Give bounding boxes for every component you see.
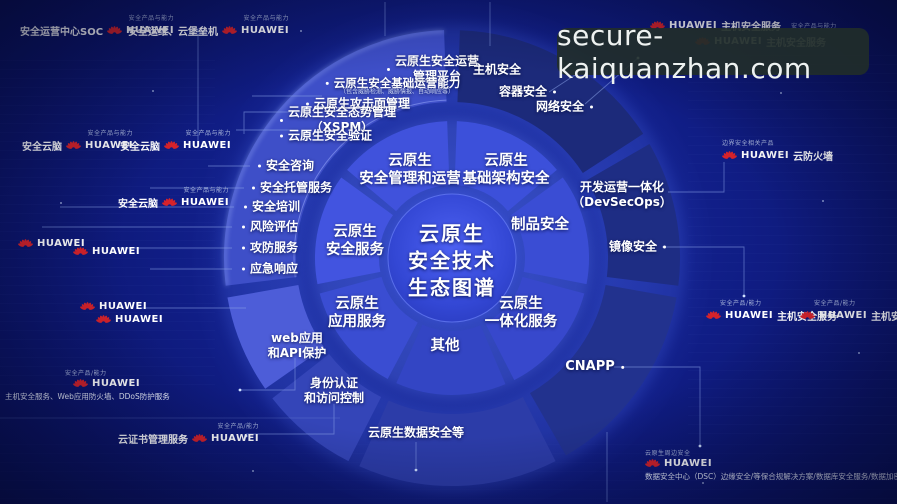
huawei-logo-icon [164, 141, 179, 151]
outer-label-consulting: 安全咨询 [257, 158, 315, 173]
star-dot [780, 92, 782, 94]
inner-segment-artifact-security [510, 177, 589, 285]
huawei-brand: HUAWEI [241, 25, 290, 36]
edge-tiny-label: 边界安全相关产品 [722, 140, 775, 147]
watermark-text: secure-kaiquanzhan.com [557, 18, 812, 85]
inner-label-artifact: 制品安全 [511, 216, 569, 233]
edge-item-dsc: 云原生周边安全 HUAWEI 数据安全中心（DSC）边缘安全/等保合规解决方案/… [645, 448, 897, 482]
edge-tiny-label: 安全产品与能力 [87, 130, 134, 137]
huawei-logo-icon [80, 302, 95, 312]
product-name: 云证书管理服务 [118, 435, 188, 446]
outer-label-risk-assessment: 风险评估 [241, 219, 299, 234]
inner-label-infrastructure: 云原生 基础架构安全 [462, 152, 550, 187]
huawei-logo-icon [73, 247, 88, 257]
huawei-brand: HUAWEI [92, 246, 141, 257]
huawei-logo-icon [800, 311, 815, 321]
huawei-brand: HUAWEI [115, 314, 164, 325]
inner-label-integrated: 云原生 一体化服务 [484, 295, 558, 330]
huawei-brand: HUAWEI [99, 301, 148, 312]
outer-label-devsecops: 开发运营一体化 （DevSecOps） [572, 180, 672, 209]
product-name: 云防火墙 [793, 152, 834, 163]
edge-item-huawei-2: HUAWEI [73, 246, 140, 257]
outer-label-container-security: 容器安全 [498, 84, 557, 99]
star-dot [858, 352, 860, 354]
inner-label-management-ops: 云原生 安全管理和运营 [359, 152, 461, 187]
product-name: 安全云脑 [118, 199, 158, 210]
edge-item-huawei-4: HUAWEI [96, 314, 163, 325]
huawei-logo-icon [706, 311, 721, 321]
huawei-logo-icon [66, 141, 81, 151]
edge-item-secbrain-2: 安全产品与能力 安全云脑 HUAWEI [120, 128, 231, 153]
huawei-logo-icon [18, 239, 33, 249]
huawei-brand: HUAWEI [819, 310, 868, 321]
huawei-brand: HUAWEI [211, 433, 260, 444]
outer-label-image-security: 镜像安全 [608, 239, 667, 254]
huawei-logo-icon [222, 26, 237, 36]
star-dot [252, 470, 254, 472]
watermark-banner: secure-kaiquanzhan.com [557, 19, 869, 85]
huawei-logo-icon [192, 434, 207, 444]
huawei-brand: HUAWEI [181, 197, 230, 208]
outer-label-validation: 云原生安全验证 [279, 128, 373, 143]
edge-tiny-label: 安全产品与能力 [185, 130, 232, 137]
center-title: 云原生 安全技术 生态图谱 [408, 221, 496, 300]
star-dot [300, 30, 302, 32]
outer-label-data-security: 云原生数据安全等 [367, 425, 465, 440]
huawei-brand: HUAWEI [741, 150, 790, 161]
huawei-logo-icon [73, 379, 88, 389]
outer-label-managed-service: 安全托管服务 [251, 180, 333, 195]
edge-item-cert-service: 安全产品/能力 云证书管理服务 HUAWEI [118, 421, 259, 446]
star-dot [60, 202, 62, 204]
outer-label-network-security: 网络安全 [535, 99, 594, 114]
edge-item-secbrain-3: 安全产品与能力 安全云脑 HUAWEI [118, 185, 229, 210]
star-dot [152, 90, 154, 92]
edge-tiny-label: 云原生周边安全 [645, 450, 691, 457]
huawei-brand: HUAWEI [725, 310, 774, 321]
product-name: 安全运营中心SOC [20, 27, 104, 38]
inner-segment-other [396, 324, 506, 395]
huawei-brand: HUAWEI [92, 378, 141, 389]
huawei-logo-icon [107, 26, 122, 36]
outer-label-cnapp: CNAPP [565, 358, 624, 374]
product-name: 主机安全服务 [871, 312, 897, 323]
product-name: 安全运维、云堡垒机 [128, 27, 218, 38]
outer-label-attack-defense: 攻防服务 [241, 240, 299, 255]
outer-label-waf-api: web应用 和API保护 [267, 331, 327, 360]
edge-item-bastion: 安全产品与能力 安全运维、云堡垒机 HUAWEI [128, 13, 289, 38]
edge-item-host-right-2: 安全产品/能力 HUAWEI 主机安全服务 [800, 298, 897, 323]
huawei-logo-icon [162, 198, 177, 208]
edge-sub-text: 数据安全中心（DSC）边缘安全/等保合规解决方案/数据库安全服务/数据加密服务/… [645, 472, 897, 481]
edge-item-cloud-firewall: 边界安全相关产品 HUAWEI 云防火墙 [722, 138, 833, 163]
inner-label-other: 其他 [430, 337, 460, 354]
product-name: 安全云脑 [22, 142, 62, 153]
huawei-brand: HUAWEI [183, 140, 232, 151]
edge-sub-text: 主机安全服务、Web应用防火墙、DDoS防护服务 [5, 392, 170, 401]
huawei-logo-icon [722, 151, 737, 161]
edge-tiny-label: 安全产品与能力 [243, 15, 290, 22]
edge-tiny-label: 安全产品/能力 [217, 423, 260, 430]
inner-label-security-services: 云原生 安全服务 [326, 223, 384, 258]
huawei-logo-icon [96, 315, 111, 325]
outer-label-identity-access: 身份认证 和访问控制 [303, 376, 365, 405]
edge-item-huawei-3: HUAWEI [80, 301, 147, 312]
outer-label-base-ops-sub: （包含威胁检测、威胁情报、自动响应等） [339, 88, 455, 96]
edge-item-waf-ddos: 安全产品/能力 HUAWEI 主机安全服务、Web应用防火墙、DDoS防护服务 [5, 368, 170, 402]
edge-tiny-label: 安全产品/能力 [814, 300, 856, 307]
edge-item-secbrain-1: 安全产品与能力 安全云脑 HUAWEI [22, 128, 133, 153]
outer-label-training: 安全培训 [243, 199, 301, 214]
huawei-brand: HUAWEI [664, 458, 713, 469]
star-dot [822, 200, 824, 202]
inner-label-app-services: 云原生 应用服务 [328, 295, 386, 330]
star-dot [702, 482, 704, 484]
huawei-logo-icon [645, 459, 660, 469]
edge-tiny-label: 安全产品/能力 [65, 370, 107, 377]
outer-label-incident-response: 应急响应 [241, 261, 299, 276]
outer-label-host-security: 主机安全 [472, 62, 522, 77]
product-name: 安全云脑 [120, 142, 160, 153]
edge-tiny-label: 安全产品与能力 [183, 187, 230, 194]
